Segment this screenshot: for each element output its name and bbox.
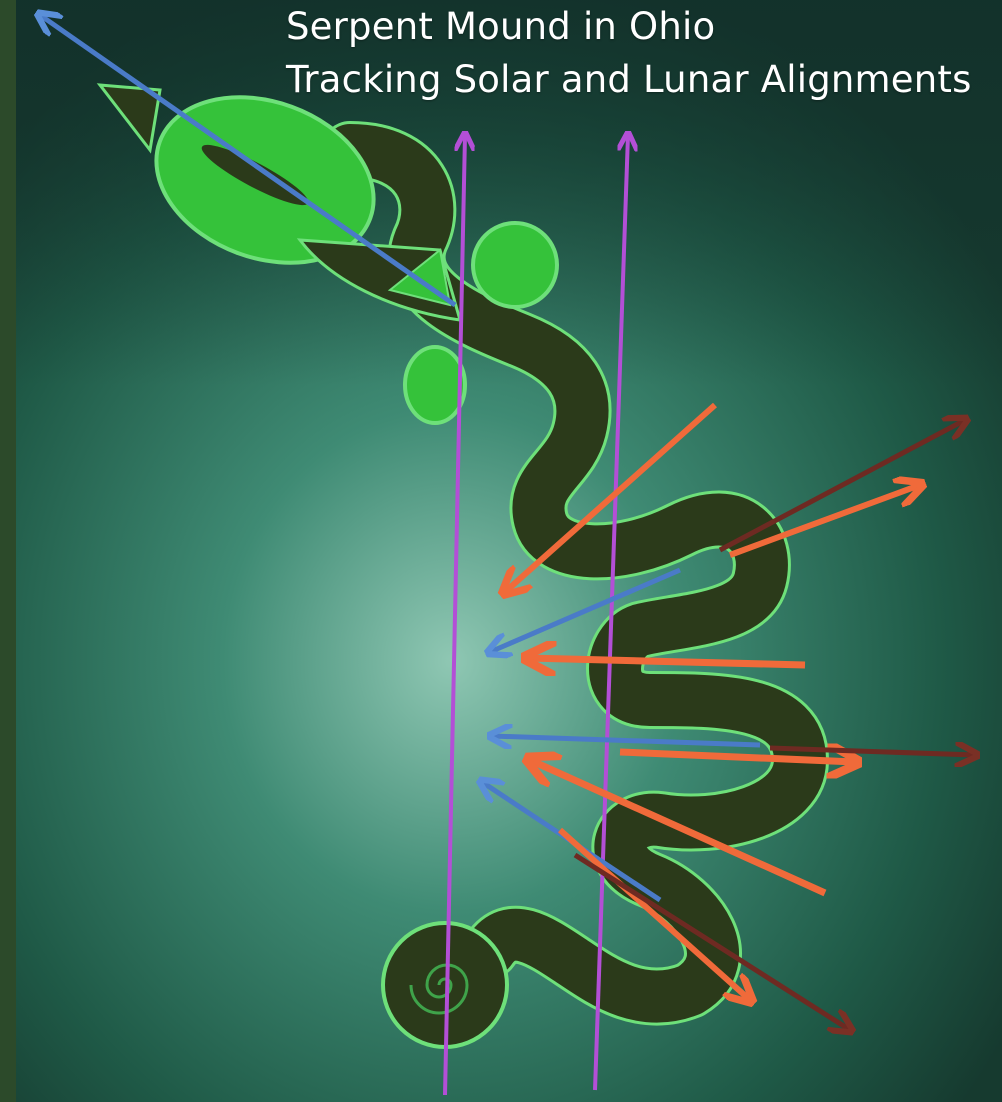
solar-arrow-3 — [528, 658, 806, 665]
title-line-2: Tracking Solar and Lunar Alignments — [286, 58, 972, 101]
dark-arrow-2 — [769, 748, 975, 755]
title-line-1: Serpent Mound in Ohio — [286, 5, 716, 48]
serpent-tail-spiral — [381, 921, 509, 1049]
solar-arrows — [505, 402, 920, 1000]
side-blob-right — [471, 221, 559, 309]
solar-arrow-1 — [505, 402, 717, 592]
head-triangle — [96, 83, 162, 154]
dark-arrows — [573, 420, 975, 1030]
head-oval-center — [201, 144, 309, 206]
solar-arrow-5 — [530, 760, 827, 897]
lunar-arrow-2 — [492, 736, 761, 745]
lunar-arrow-head — [40, 15, 457, 308]
serpent-head — [96, 83, 559, 425]
tree-edge-left — [0, 0, 16, 1102]
serpent-body — [321, 121, 829, 1026]
north-line-left — [443, 135, 465, 1096]
solar-arrow-2 — [728, 485, 920, 558]
solar-arrow-4 — [619, 752, 855, 762]
diagram-title: Serpent Mound in Ohio Tracking Solar and… — [286, 0, 972, 106]
dark-arrow-3 — [573, 852, 850, 1030]
lunar-arrow-1 — [490, 567, 681, 652]
solar-arrow-6 — [557, 827, 750, 1000]
side-blob-lower — [403, 345, 467, 425]
north-line-right — [593, 135, 628, 1091]
dark-arrow-1 — [718, 420, 965, 553]
north-lines — [443, 135, 628, 1096]
